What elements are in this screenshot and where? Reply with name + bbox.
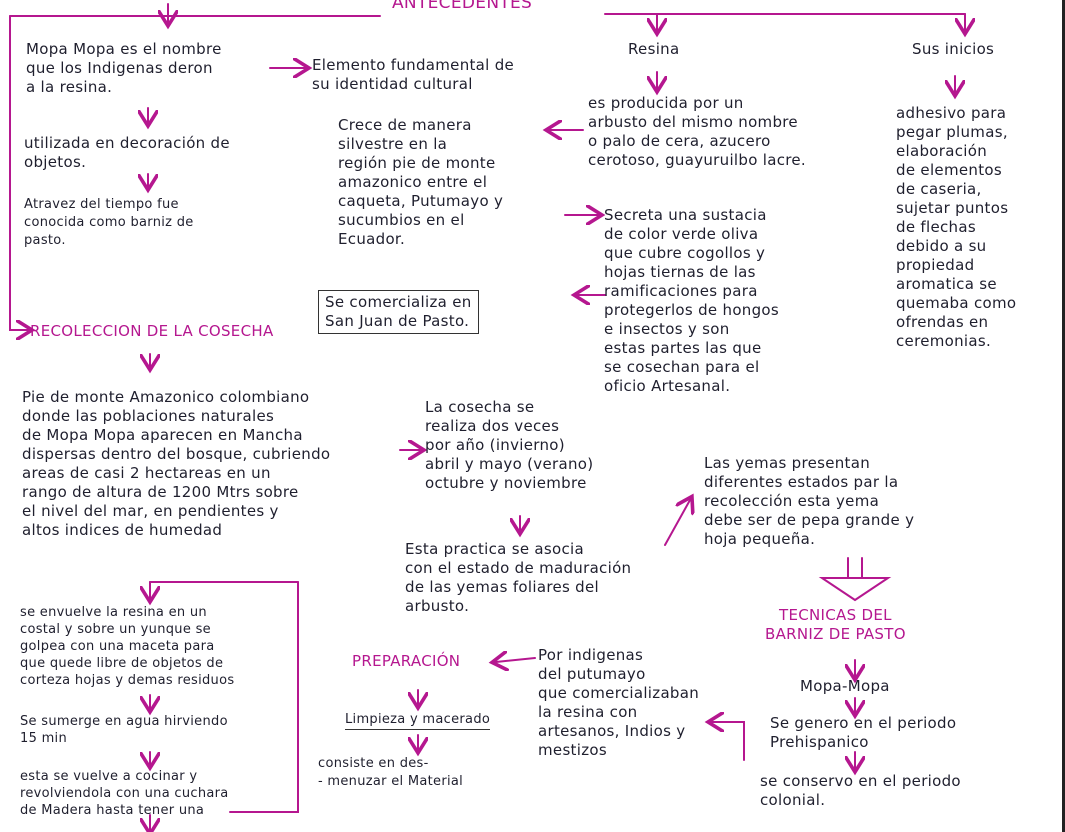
- recoleccion-title: RECOLECCION DE LA COSECHA: [30, 322, 274, 340]
- fundamental-text: Elemento fundamental de su identidad cul…: [312, 56, 515, 93]
- sumerge-text: Se sumerge en agua hirviendo 15 min: [20, 714, 228, 746]
- page-edge: [1062, 0, 1065, 832]
- limpieza-text: Limpieza y macerado: [345, 710, 491, 730]
- preparacion-title: PREPARACIÓN: [352, 652, 461, 670]
- tecnicas-conservo: se conservo en el periodo colonial.: [760, 772, 961, 809]
- cocinar-text: esta se vuelve a cocinar y revolviendola…: [20, 769, 229, 818]
- comercializa-box: Se comercializa en San Juan de Pasto.: [318, 290, 479, 334]
- header-title: ANTECEDENTES: [392, 0, 533, 13]
- resina-crece-text: Crece de manera silvestre en la región p…: [338, 116, 504, 248]
- atraves-text: Atravez del tiempo fue conocida como bar…: [24, 197, 194, 248]
- envuelve-text: se envuelve la resina en un costal y sob…: [20, 605, 235, 688]
- resina-producida-text: es producida por un arbusto del mismo no…: [588, 94, 806, 169]
- inicios-text: adhesivo para pegar plumas, elaboración …: [896, 104, 1017, 350]
- consiste-text: consiste en des- - menuzar el Material: [318, 756, 464, 789]
- resina-secreta-text: Secreta una sustacia de color verde oliv…: [604, 206, 780, 395]
- tecnicas-title: TECNICAS DEL BARNIZ DE PASTO: [765, 606, 906, 643]
- yemas-text: Las yemas presentan diferentes estados p…: [704, 454, 915, 548]
- inicios-title: Sus inicios: [912, 40, 995, 58]
- mopa-name-text: Mopa Mopa es el nombre que los Indigenas…: [26, 40, 222, 96]
- indigenas-text: Por indigenas del putumayo que comercial…: [538, 646, 700, 759]
- tecnicas-mopa: Mopa-Mopa: [800, 677, 890, 695]
- practica-text: Esta practica se asocia con el estado de…: [405, 540, 632, 615]
- cosecha-text: La cosecha se realiza dos veces por año …: [425, 398, 594, 492]
- resina-title: Resina: [628, 40, 680, 58]
- tecnicas-genero: Se genero en el periodo Prehispanico: [770, 714, 957, 751]
- utilizada-text: utilizada en decoración de objetos.: [24, 134, 230, 171]
- recoleccion-pie-text: Pie de monte Amazonico colombiano donde …: [22, 388, 331, 539]
